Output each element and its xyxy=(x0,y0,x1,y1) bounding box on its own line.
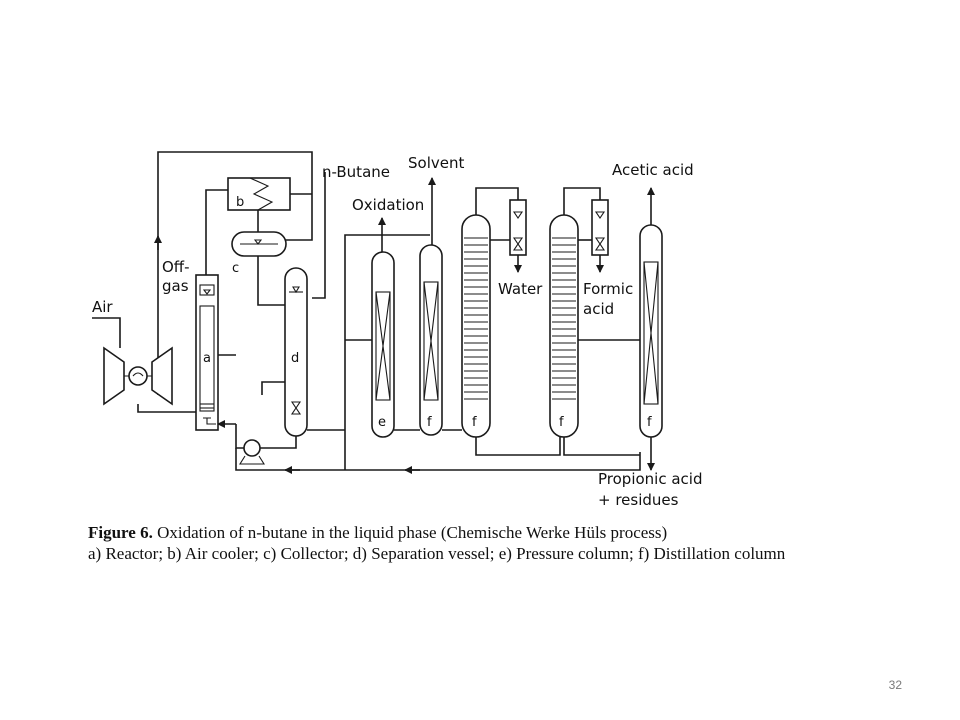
pressure-column-letter: e xyxy=(378,415,386,430)
acetic-acid-label: Acetic acid xyxy=(612,161,694,179)
figure-legend: a) Reactor; b) Air cooler; c) Collector;… xyxy=(88,544,786,563)
distillation-column-4-letter: f xyxy=(647,415,652,430)
oxidation-label: Oxidation xyxy=(352,196,424,214)
page-number: 32 xyxy=(888,678,902,692)
distillation-column-f1: f xyxy=(394,244,462,436)
air-compressor xyxy=(103,346,196,413)
bottom-return-line xyxy=(235,234,641,474)
reactor-letter: a xyxy=(203,351,211,366)
solvent-outlet: Solvent xyxy=(408,154,464,248)
air-cooler-letter: b xyxy=(236,195,244,210)
propionic-label-1: Propionic acid xyxy=(598,470,702,488)
figure-title: Oxidation of n-butane in the liquid phas… xyxy=(157,523,668,542)
air-inlet: Air xyxy=(92,298,121,348)
off-gas-label-1: Off- xyxy=(162,258,190,276)
distillation-column-f3: f Formic acid xyxy=(549,187,640,456)
formic-label-1: Formic xyxy=(583,280,633,298)
water-label: Water xyxy=(498,280,543,298)
air-label: Air xyxy=(92,298,113,316)
off-gas-outlet: Off- gas xyxy=(162,189,228,295)
propionic-label-2: + residues xyxy=(598,491,679,509)
figure-caption: Figure 6. Oxidation of n-butane in the l… xyxy=(88,522,908,564)
distillation-column-f2: f Water xyxy=(461,187,561,456)
collector-letter: c xyxy=(232,261,239,276)
recycle-line xyxy=(154,151,313,395)
distillation-column-f4: f Acetic acid Propionic acid + residues xyxy=(578,161,702,509)
separation-vessel-letter: d xyxy=(291,351,299,366)
separation-vessel-d: d xyxy=(261,267,308,437)
solvent-label: Solvent xyxy=(408,154,464,172)
air-cooler-b: b xyxy=(227,177,312,232)
n-butane-inlet: n-Butane xyxy=(312,163,390,299)
figure-label: Figure 6. xyxy=(88,523,153,542)
oxidation-outlet: Oxidation xyxy=(352,196,424,255)
formic-label-2: acid xyxy=(583,300,614,318)
distillation-column-3-letter: f xyxy=(559,415,564,430)
n-butane-label: n-Butane xyxy=(322,163,390,181)
pressure-column-e: e xyxy=(345,251,395,438)
collector-c: c xyxy=(231,231,287,306)
distillation-column-1-letter: f xyxy=(427,415,432,430)
reactor-a: a xyxy=(195,274,236,431)
distillation-column-2-letter: f xyxy=(472,415,477,430)
off-gas-label-2: gas xyxy=(162,277,189,295)
